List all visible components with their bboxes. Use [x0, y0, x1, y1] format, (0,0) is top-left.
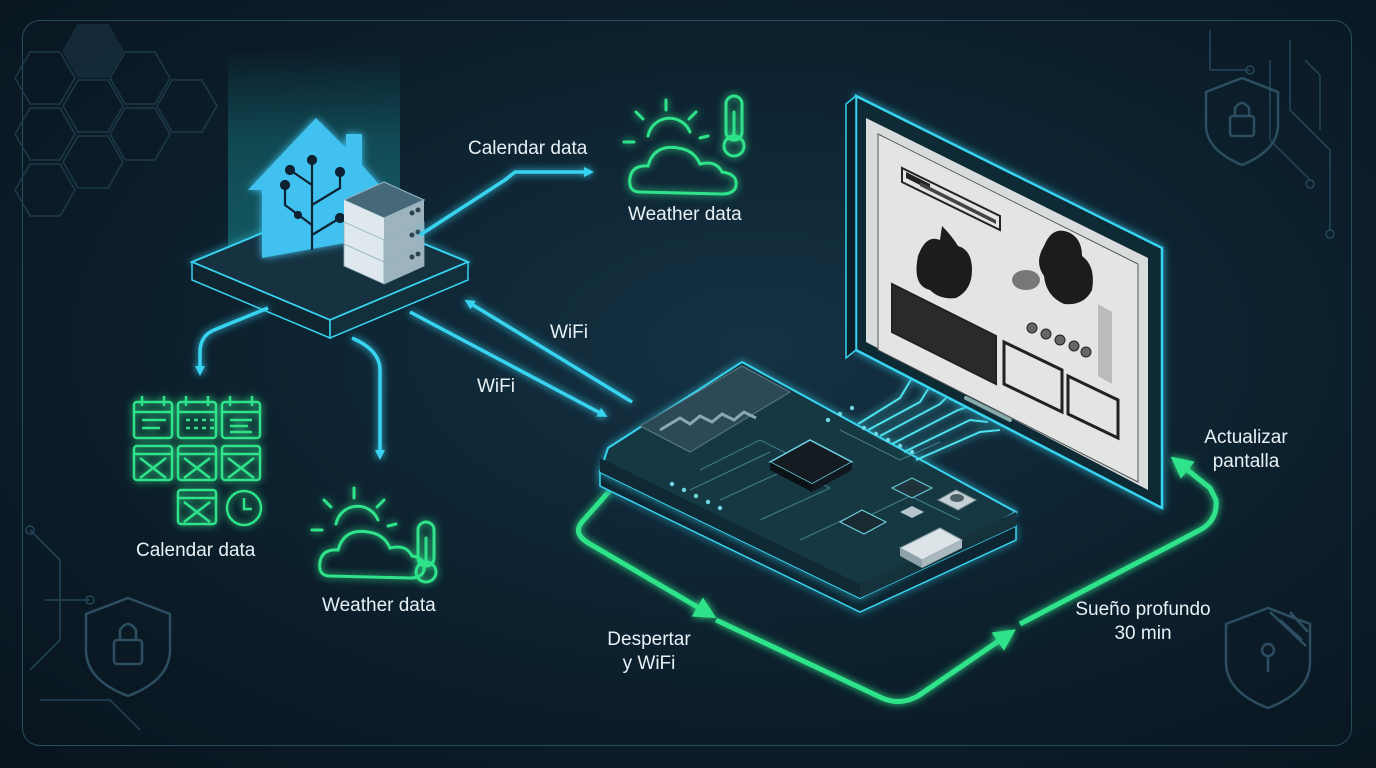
calendar-crossed-icon — [176, 444, 218, 482]
home-server-platform — [189, 203, 471, 340]
sleep-line-2: 30 min — [1114, 623, 1172, 644]
update-line-1: Actualizar — [1204, 427, 1288, 448]
arrow-to-calendar-left — [195, 306, 269, 376]
antenna-module — [638, 365, 792, 453]
usb-port — [898, 527, 964, 568]
circuit-traces-top-right — [1209, 30, 1335, 239]
shield-lock-icon-top-right — [1204, 76, 1280, 167]
circuit-traces-bottom-left — [25, 525, 141, 731]
wifi-label-lower: WiFi — [477, 376, 515, 397]
arrow-to-weather-left — [351, 336, 385, 460]
calendar-icon — [220, 396, 262, 440]
wifi-arrow-to-board — [409, 310, 608, 417]
loop-segment-sleep — [714, 617, 1016, 704]
clock-icon — [225, 489, 263, 527]
arrow-to-weather-top — [419, 167, 594, 237]
server-stack-icon — [342, 181, 426, 285]
wake-wifi-label: Despertar y WiFi — [600, 628, 698, 676]
calendar-icons-grid — [132, 396, 263, 527]
wifi-label-upper: WiFi — [550, 322, 588, 343]
weather-icon-left — [310, 486, 438, 584]
green-loop-arrows — [575, 456, 1219, 704]
calendar-data-label-left: Calendar data — [136, 540, 256, 561]
weather-icon-top — [622, 94, 746, 196]
shield-keyhole-icon-bottom-right — [1224, 606, 1312, 710]
hexagon-pattern — [14, 24, 218, 217]
wake-line-2: y WiFi — [622, 653, 676, 674]
screen-game-scene — [891, 166, 1120, 441]
calendar-crossed-icon — [132, 444, 174, 482]
weather-data-label-top: Weather data — [628, 204, 742, 225]
update-line-2: pantalla — [1212, 451, 1280, 472]
shield-lock-icon-bottom-left — [84, 596, 172, 698]
e-ink-display — [845, 93, 1164, 511]
calendar-crossed-icon — [176, 488, 218, 526]
weather-data-label-left: Weather data — [322, 595, 436, 616]
calendar-crossed-icon — [220, 444, 262, 482]
deep-sleep-label: Sueño profundo 30 min — [1068, 598, 1218, 646]
calendar-icon — [176, 396, 218, 440]
calendar-icon — [132, 396, 174, 440]
loop-segment-wake — [575, 486, 717, 619]
calendar-data-label-top: Calendar data — [468, 138, 588, 159]
cyan-flow-arrows — [195, 167, 633, 460]
processor-chip — [768, 439, 854, 492]
loop-segment-update — [1018, 456, 1219, 627]
wifi-arrow-to-server — [464, 299, 633, 404]
reset-button-component — [936, 489, 978, 511]
outer-frame — [22, 20, 1352, 746]
wake-line-1: Despertar — [607, 629, 691, 650]
microcontroller-board — [598, 360, 1019, 613]
update-screen-label: Actualizar pantalla — [1196, 426, 1296, 474]
sleep-line-1: Sueño profundo — [1075, 599, 1211, 620]
